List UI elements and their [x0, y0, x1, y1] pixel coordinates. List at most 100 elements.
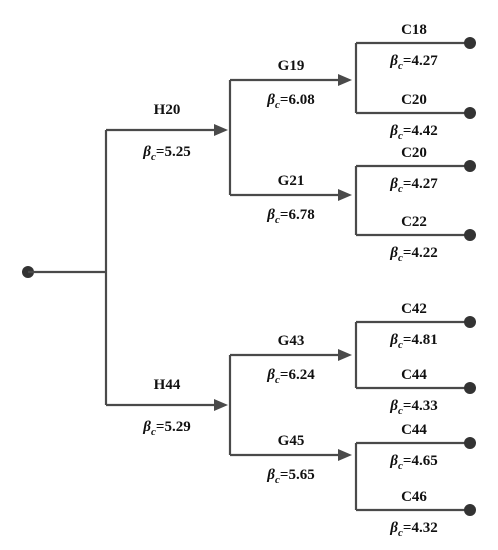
beta-number: 6.08	[288, 92, 314, 108]
equals-sign: =	[403, 332, 412, 348]
node-name-label: G21	[278, 173, 305, 189]
beta-symbol: β	[266, 467, 275, 483]
beta-number: 4.22	[411, 245, 437, 261]
beta-subscript: c	[398, 405, 403, 417]
beta-subscript: c	[398, 252, 403, 264]
leaf-node-dot	[464, 437, 476, 449]
beta-number: 4.27	[411, 53, 438, 69]
beta-symbol: β	[389, 123, 398, 139]
beta-value-label: βc=4.65	[389, 453, 437, 472]
equals-sign: =	[403, 53, 412, 69]
level2-arrowhead	[338, 449, 352, 461]
beta-number: 6.78	[288, 207, 314, 223]
node-name-label: C42	[401, 301, 427, 317]
beta-symbol: β	[389, 245, 398, 261]
beta-number: 6.24	[288, 367, 315, 383]
leaf-node-dot	[464, 316, 476, 328]
beta-value-label: βc=5.25	[142, 144, 190, 163]
equals-sign: =	[280, 92, 289, 108]
beta-value-label: βc=4.32	[389, 520, 437, 539]
leaf-node-dot	[464, 229, 476, 241]
node-name-label: C44	[401, 422, 427, 438]
beta-value-label: βc=6.08	[266, 92, 314, 111]
tree-edges	[22, 37, 476, 516]
equals-sign: =	[280, 367, 289, 383]
beta-subscript: c	[398, 183, 403, 195]
node-name-label: C20	[401, 92, 427, 108]
beta-subscript: c	[398, 527, 403, 539]
beta-subscript: c	[398, 130, 403, 142]
beta-value-label: βc=6.78	[266, 207, 314, 226]
node-name-label: C20	[401, 145, 427, 161]
beta-subscript: c	[275, 214, 280, 226]
level1-arrowhead	[214, 124, 228, 136]
beta-number: 4.33	[411, 398, 437, 414]
node-name-label: H44	[154, 377, 181, 393]
beta-subscript: c	[275, 374, 280, 386]
beta-value-label: βc=4.27	[389, 176, 438, 195]
node-name-label: C46	[401, 489, 427, 505]
beta-symbol: β	[389, 53, 398, 69]
equals-sign: =	[156, 144, 165, 160]
level2-arrowhead	[338, 349, 352, 361]
tree-labels: H20βc=5.25G19βc=6.08C18βc=4.27C20βc=4.42…	[142, 22, 438, 539]
equals-sign: =	[403, 520, 412, 536]
beta-value-label: βc=5.65	[266, 467, 314, 486]
beta-number: 4.65	[411, 453, 437, 469]
equals-sign: =	[403, 398, 412, 414]
beta-subscript: c	[275, 474, 280, 486]
beta-value-label: βc=5.29	[142, 419, 190, 438]
beta-subscript: c	[151, 151, 156, 163]
leaf-node-dot	[464, 382, 476, 394]
equals-sign: =	[156, 419, 165, 435]
beta-symbol: β	[266, 367, 275, 383]
beta-number: 4.27	[411, 176, 438, 192]
leaf-node-dot	[464, 160, 476, 172]
node-name-label: H20	[154, 102, 181, 118]
node-name-label: G19	[278, 58, 305, 74]
level2-arrowhead	[338, 74, 352, 86]
beta-symbol: β	[142, 419, 151, 435]
node-name-label: C18	[401, 22, 427, 38]
equals-sign: =	[280, 207, 289, 223]
beta-number: 4.32	[411, 520, 437, 536]
beta-value-label: βc=4.27	[389, 53, 438, 72]
equals-sign: =	[403, 453, 412, 469]
node-name-label: G45	[278, 433, 305, 449]
equals-sign: =	[403, 123, 412, 139]
beta-value-label: βc=4.42	[389, 123, 437, 142]
beta-subscript: c	[398, 339, 403, 351]
beta-value-label: βc=6.24	[266, 367, 315, 386]
beta-symbol: β	[266, 207, 275, 223]
node-name-label: G43	[278, 333, 305, 349]
beta-symbol: β	[266, 92, 275, 108]
beta-number: 4.42	[411, 123, 437, 139]
beta-symbol: β	[142, 144, 151, 160]
leaf-node-dot	[464, 504, 476, 516]
beta-subscript: c	[275, 99, 280, 111]
equals-sign: =	[280, 467, 289, 483]
beta-value-label: βc=4.33	[389, 398, 437, 417]
level2-arrowhead	[338, 189, 352, 201]
beta-subscript: c	[398, 460, 403, 472]
leaf-node-dot	[464, 37, 476, 49]
beta-symbol: β	[389, 176, 398, 192]
beta-value-label: βc=4.22	[389, 245, 437, 264]
beta-symbol: β	[389, 453, 398, 469]
beta-number: 5.25	[164, 144, 190, 160]
beta-number: 5.29	[164, 419, 190, 435]
beta-symbol: β	[389, 398, 398, 414]
beta-value-label: βc=4.81	[389, 332, 437, 351]
level1-arrowhead	[214, 399, 228, 411]
equals-sign: =	[403, 176, 412, 192]
equals-sign: =	[403, 245, 412, 261]
beta-symbol: β	[389, 520, 398, 536]
beta-symbol: β	[389, 332, 398, 348]
node-name-label: C22	[401, 214, 427, 230]
node-name-label: C44	[401, 367, 427, 383]
beta-subscript: c	[151, 426, 156, 438]
leaf-node-dot	[464, 107, 476, 119]
beta-number: 4.81	[411, 332, 437, 348]
beta-number: 5.65	[288, 467, 314, 483]
